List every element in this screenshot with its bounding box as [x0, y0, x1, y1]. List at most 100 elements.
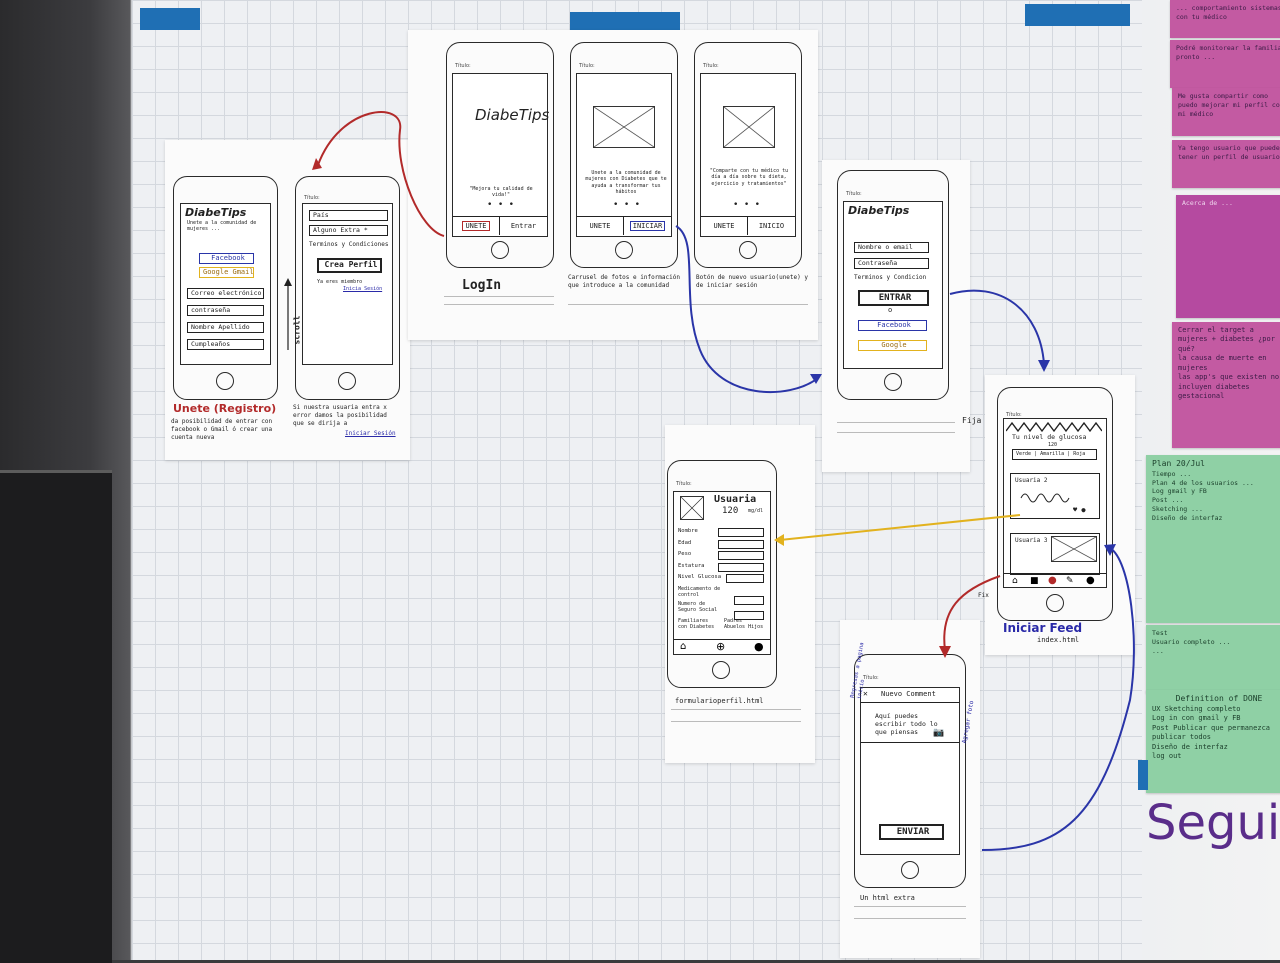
unete-button[interactable]: UNETE: [701, 216, 748, 235]
country-field[interactable]: País: [309, 210, 388, 221]
form-label: Peso: [678, 551, 692, 557]
camera-icon[interactable]: 📷: [933, 728, 945, 738]
target-sticky: Cerrar el target a mujeres + diabetes ¿p…: [1172, 322, 1280, 448]
home-button: [739, 241, 757, 259]
facebook-button[interactable]: Facebook: [858, 320, 927, 331]
edit-icon[interactable]: ✎: [1066, 576, 1074, 586]
form-input[interactable]: [718, 528, 764, 537]
create-profile-button[interactable]: Crea Perfil: [317, 258, 382, 273]
extra-field[interactable]: Alguno Extra *: [309, 225, 388, 236]
inicio-button[interactable]: INICIO: [748, 216, 795, 235]
iniciar-button-label: INICIAR: [629, 221, 666, 231]
phone-login-1: Título: DiabeTips "Mejora tu calidad de …: [446, 42, 554, 268]
phone-iniciar: Título: DiabeTips Nombre o email Contras…: [837, 170, 949, 400]
add-icon[interactable]: ⊕: [716, 640, 726, 653]
pager-dots: • • •: [613, 200, 641, 210]
header-bar: ✕ Nuevo Comment: [861, 688, 959, 703]
screen-title-label: Título:: [846, 191, 862, 197]
home-button: [216, 372, 234, 390]
form-input[interactable]: [726, 574, 764, 583]
iniciar-button[interactable]: INICIAR: [624, 216, 671, 235]
screen-title-label: Título:: [455, 63, 471, 69]
terms-link[interactable]: Terminos y Condicion: [854, 274, 927, 281]
profile-icon[interactable]: ●: [754, 640, 764, 653]
phone-login-2: Título: Unete a la comunidad de mujeres …: [570, 42, 678, 268]
username-field[interactable]: Nombre o email: [854, 242, 929, 253]
form-input[interactable]: [734, 610, 764, 620]
facebook-button[interactable]: Facebook: [199, 253, 254, 264]
fija-label: Fija: [962, 416, 982, 425]
form-input[interactable]: [718, 562, 764, 572]
like-icon[interactable]: ♥ ●: [1073, 506, 1086, 514]
divider: [861, 742, 959, 743]
rule: [854, 918, 966, 919]
family-options[interactable]: Padres Abuelos Hijos: [724, 618, 764, 631]
home-button: [338, 372, 356, 390]
email-field[interactable]: Correo electrónico: [187, 288, 264, 299]
entrar-button[interactable]: Entrar: [500, 216, 547, 235]
logo: DiabeTips: [185, 206, 247, 219]
form-row[interactable]: Numero de Seguro Social: [678, 601, 764, 620]
birthday-field[interactable]: Cumpleaños: [187, 339, 264, 350]
form-row[interactable]: Edad: [678, 539, 768, 552]
form-label: Estatura: [678, 562, 705, 569]
sticky-line: UX Sketching completo: [1152, 704, 1241, 713]
sticky-line: Log in con gmail y FB: [1152, 714, 1241, 723]
google-button[interactable]: Google Gmail: [199, 267, 254, 278]
post-author: Usuaria 3: [1015, 537, 1048, 544]
member-text: Ya eres miembro: [317, 279, 363, 285]
profile-form: Nombre Edad Peso Estatura Nivel Glucosa …: [678, 528, 768, 620]
terms-link[interactable]: Terminos y Condiciones: [309, 241, 389, 248]
form-row[interactable]: Nivel Glucosa: [678, 574, 768, 586]
comment-input[interactable]: Aquí puedes escribir todo lo que piensas: [875, 712, 938, 737]
bookmark-icon[interactable]: ■: [1030, 576, 1039, 586]
fix-label: Fix: [978, 592, 989, 599]
google-button[interactable]: Google: [858, 340, 927, 351]
login-link[interactable]: Inicia Sesión: [343, 286, 383, 292]
screen: DiabeTips "Mejora tu calidad de vida!" •…: [452, 73, 549, 237]
close-icon[interactable]: ✕: [863, 689, 868, 698]
sticky-line: la causa de muerte en mujeres: [1178, 354, 1267, 372]
sticky-note: ... comportamiento sistemas con tu médic…: [1170, 0, 1280, 38]
sticky-line: Post ...: [1152, 496, 1184, 505]
phone-comment: Título: ✕ Nuevo Comment Aquí puedes escr…: [854, 654, 966, 888]
unete-button[interactable]: UNETE: [577, 216, 624, 235]
home-button: [884, 373, 902, 391]
password-field[interactable]: contraseña: [187, 305, 264, 316]
login-caption: LogIn: [462, 278, 502, 293]
form-input[interactable]: [734, 595, 764, 605]
send-button[interactable]: ENVIAR: [879, 824, 944, 840]
sticky-note: Ya tengo usuario que puede tener un perf…: [1172, 140, 1280, 188]
add-post-icon[interactable]: ●: [1048, 575, 1057, 586]
form-row[interactable]: Nombre: [678, 528, 768, 540]
post-card[interactable]: Usuaria 3: [1010, 533, 1100, 575]
password-field[interactable]: Contraseña: [854, 258, 929, 269]
name-field[interactable]: Nombre Apellido: [187, 322, 264, 333]
sticky-note: Podré monitorear la familia pronto ...: [1170, 40, 1280, 88]
form-input[interactable]: [718, 551, 764, 560]
glucose-value: 120: [1048, 442, 1058, 448]
form-row[interactable]: Estatura: [678, 562, 768, 575]
screen-title-label: Título:: [863, 675, 879, 681]
screen: ✕ Nuevo Comment Aquí puedes escribir tod…: [860, 687, 960, 855]
post-card[interactable]: Usuaria 2 ♥ ●: [1010, 473, 1100, 519]
sticky-line: Plan 20/Jul: [1152, 459, 1205, 468]
screen-title-label: Título:: [579, 63, 595, 69]
form-row[interactable]: Medicamento de control: [678, 586, 764, 605]
home-icon[interactable]: ⌂: [680, 641, 687, 652]
tape: [570, 12, 680, 34]
unete-title: Unete (Registro): [173, 402, 277, 415]
form-input[interactable]: [718, 539, 764, 549]
carousel-text: Unete a la comunidad de mujeres con Diab…: [585, 170, 667, 195]
entrar-button[interactable]: ENTRAR: [858, 290, 929, 306]
buttons-note: Botón de nuevo usuario(unete) y de inici…: [696, 274, 808, 289]
unete-note: Si nuestra usuaria entra x error damos l…: [293, 404, 387, 427]
arrow-iniciar: [675, 225, 819, 394]
home-icon[interactable]: ⌂: [1012, 576, 1018, 586]
form-row[interactable]: Peso: [678, 551, 768, 563]
unete-button[interactable]: UNETE: [453, 216, 500, 235]
sprint-sticky: Plan 20/Jul Tiempo ... Plan 4 de los usu…: [1146, 455, 1280, 623]
profile-icon[interactable]: ●: [1086, 575, 1095, 586]
rule: [568, 304, 808, 305]
